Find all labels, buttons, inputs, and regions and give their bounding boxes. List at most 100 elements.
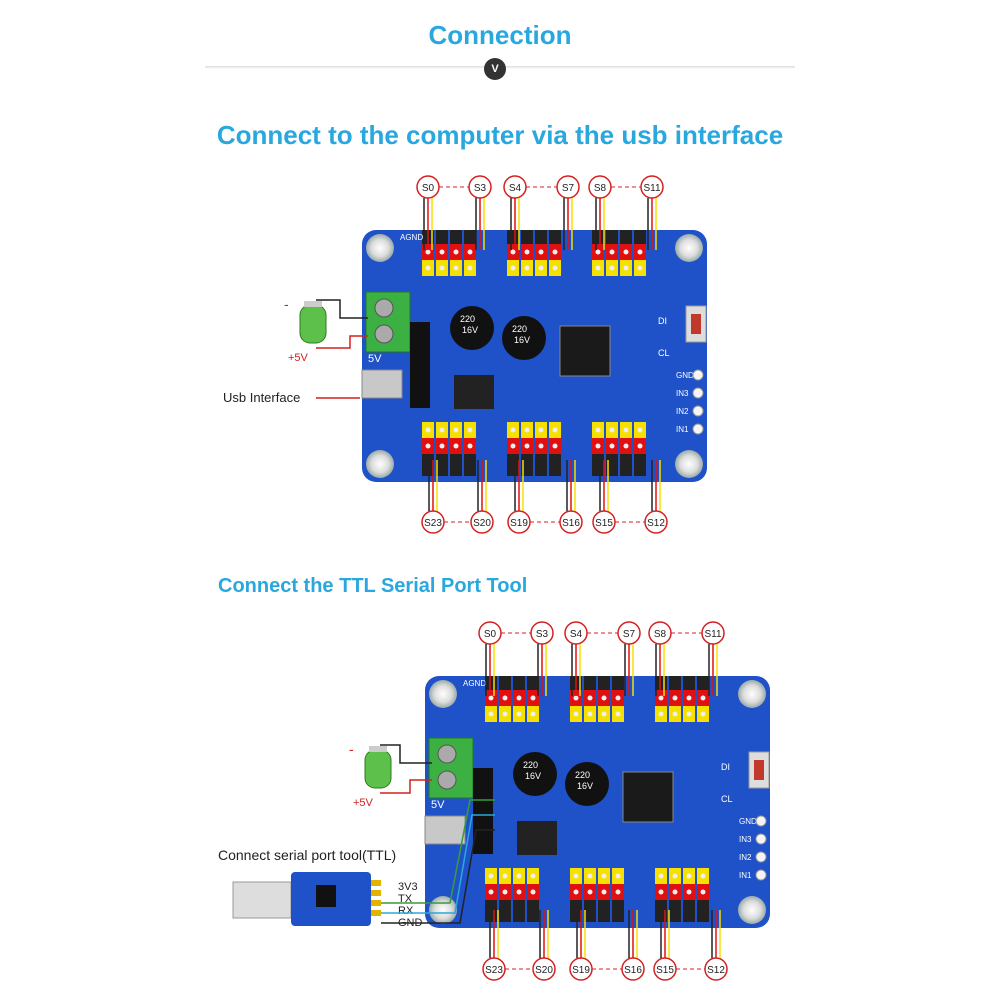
- silk-di: DI: [721, 762, 730, 772]
- pin-dot: [672, 873, 678, 879]
- silk-pin-label: IN1: [739, 871, 752, 880]
- battery-wire-pos: [316, 335, 368, 349]
- servo-label: S12: [647, 518, 665, 529]
- ttl-pin-label: RX: [398, 905, 414, 917]
- header-pin-black: [634, 454, 646, 476]
- section2-title: Connect the TTL Serial Port Tool: [218, 575, 528, 597]
- header-pin-black: [683, 676, 695, 690]
- pin-dot: [615, 873, 621, 879]
- silk-pin-label: IN2: [739, 853, 752, 862]
- cap-text: 220: [575, 770, 590, 780]
- battery-icon: [299, 304, 327, 344]
- battery-minus: -: [284, 296, 289, 312]
- pin-dot: [439, 249, 445, 255]
- servo-label: S23: [485, 965, 503, 976]
- voltage-regulator: [517, 821, 557, 855]
- header-pin-black: [549, 454, 561, 476]
- pin-dot: [467, 249, 473, 255]
- pin-dot: [510, 249, 516, 255]
- pin-dot: [573, 889, 579, 895]
- serial-tool-label: Connect serial port tool(TTL): [218, 847, 397, 863]
- capacitor: [565, 762, 609, 806]
- ttl-pin: [371, 910, 381, 916]
- header-pin-black: [655, 676, 667, 690]
- battery-wire-neg: [316, 299, 368, 319]
- battery-plus: +5V: [353, 797, 374, 809]
- ttl-wire-rx: [381, 814, 495, 914]
- capacitor: [502, 316, 546, 360]
- input-pin: [692, 405, 704, 417]
- pin-dot: [502, 711, 508, 717]
- main-chip: [622, 771, 674, 823]
- pin-dot: [510, 443, 516, 449]
- header-pin-black: [669, 900, 681, 922]
- servo-label: S4: [509, 183, 522, 194]
- terminal-screw: [374, 298, 394, 318]
- servo-label: S3: [536, 629, 549, 640]
- input-pin: [755, 869, 767, 881]
- pin-dot: [573, 695, 579, 701]
- servo-label: S20: [473, 518, 491, 529]
- ttl-pin-label: TX: [398, 893, 413, 905]
- pin-dot: [595, 265, 601, 271]
- pin-dot: [623, 443, 629, 449]
- uart-header: [410, 322, 430, 408]
- chevron-down-icon[interactable]: V: [484, 58, 506, 80]
- usb-port: [361, 369, 403, 399]
- pin-dot: [510, 427, 516, 433]
- servo-label: S7: [562, 183, 575, 194]
- ttl-pin: [371, 880, 381, 886]
- pin-dot: [538, 427, 544, 433]
- header-pin-black: [535, 230, 547, 244]
- pin-dot: [453, 427, 459, 433]
- cap-text: 16V: [514, 335, 530, 345]
- terminal-screw: [437, 770, 457, 790]
- ttl-wire-gnd: [381, 829, 495, 924]
- servo-label: S0: [422, 183, 435, 194]
- header-pin-black: [436, 230, 448, 244]
- pin-dot: [488, 889, 494, 895]
- mounting-hole: [429, 680, 457, 708]
- silk-pin-label: GND: [739, 817, 757, 826]
- header-pin-black: [570, 900, 582, 922]
- pin-dot: [658, 695, 664, 701]
- silk-5v: 5V: [431, 799, 445, 811]
- header-pin-black: [513, 900, 525, 922]
- pin-dot: [672, 889, 678, 895]
- usb-plug: [232, 881, 292, 919]
- pin-dot: [538, 443, 544, 449]
- pin-dot: [623, 249, 629, 255]
- pin-dot: [502, 873, 508, 879]
- pin-dot: [686, 695, 692, 701]
- servo-label: S8: [594, 183, 607, 194]
- header-pin-black: [598, 676, 610, 690]
- pin-dot: [516, 711, 522, 717]
- input-pin: [755, 815, 767, 827]
- pin-dot: [615, 695, 621, 701]
- pin-dot: [573, 873, 579, 879]
- pin-dot: [510, 265, 516, 271]
- header-pin-black: [499, 900, 511, 922]
- pin-dot: [609, 249, 615, 255]
- battery-wire-neg: [380, 744, 432, 764]
- pin-dot: [601, 889, 607, 895]
- servo-label: S23: [424, 518, 442, 529]
- voltage-regulator: [454, 375, 494, 409]
- pin-dot: [516, 695, 522, 701]
- page-title: Connection: [428, 20, 572, 50]
- pin-dot: [609, 443, 615, 449]
- pin-dot: [530, 873, 536, 879]
- silk-pin-label: IN2: [676, 407, 689, 416]
- pin-dot: [453, 265, 459, 271]
- cap-text: 16V: [525, 771, 541, 781]
- battery-terminal: [369, 746, 387, 752]
- section1-title: Connect to the computer via the usb inte…: [216, 120, 784, 150]
- pin-dot: [538, 249, 544, 255]
- servo-label: S19: [572, 965, 590, 976]
- capacitor: [450, 306, 494, 350]
- header-pin-black: [422, 454, 434, 476]
- pin-dot: [615, 711, 621, 717]
- servo-label: S15: [595, 518, 613, 529]
